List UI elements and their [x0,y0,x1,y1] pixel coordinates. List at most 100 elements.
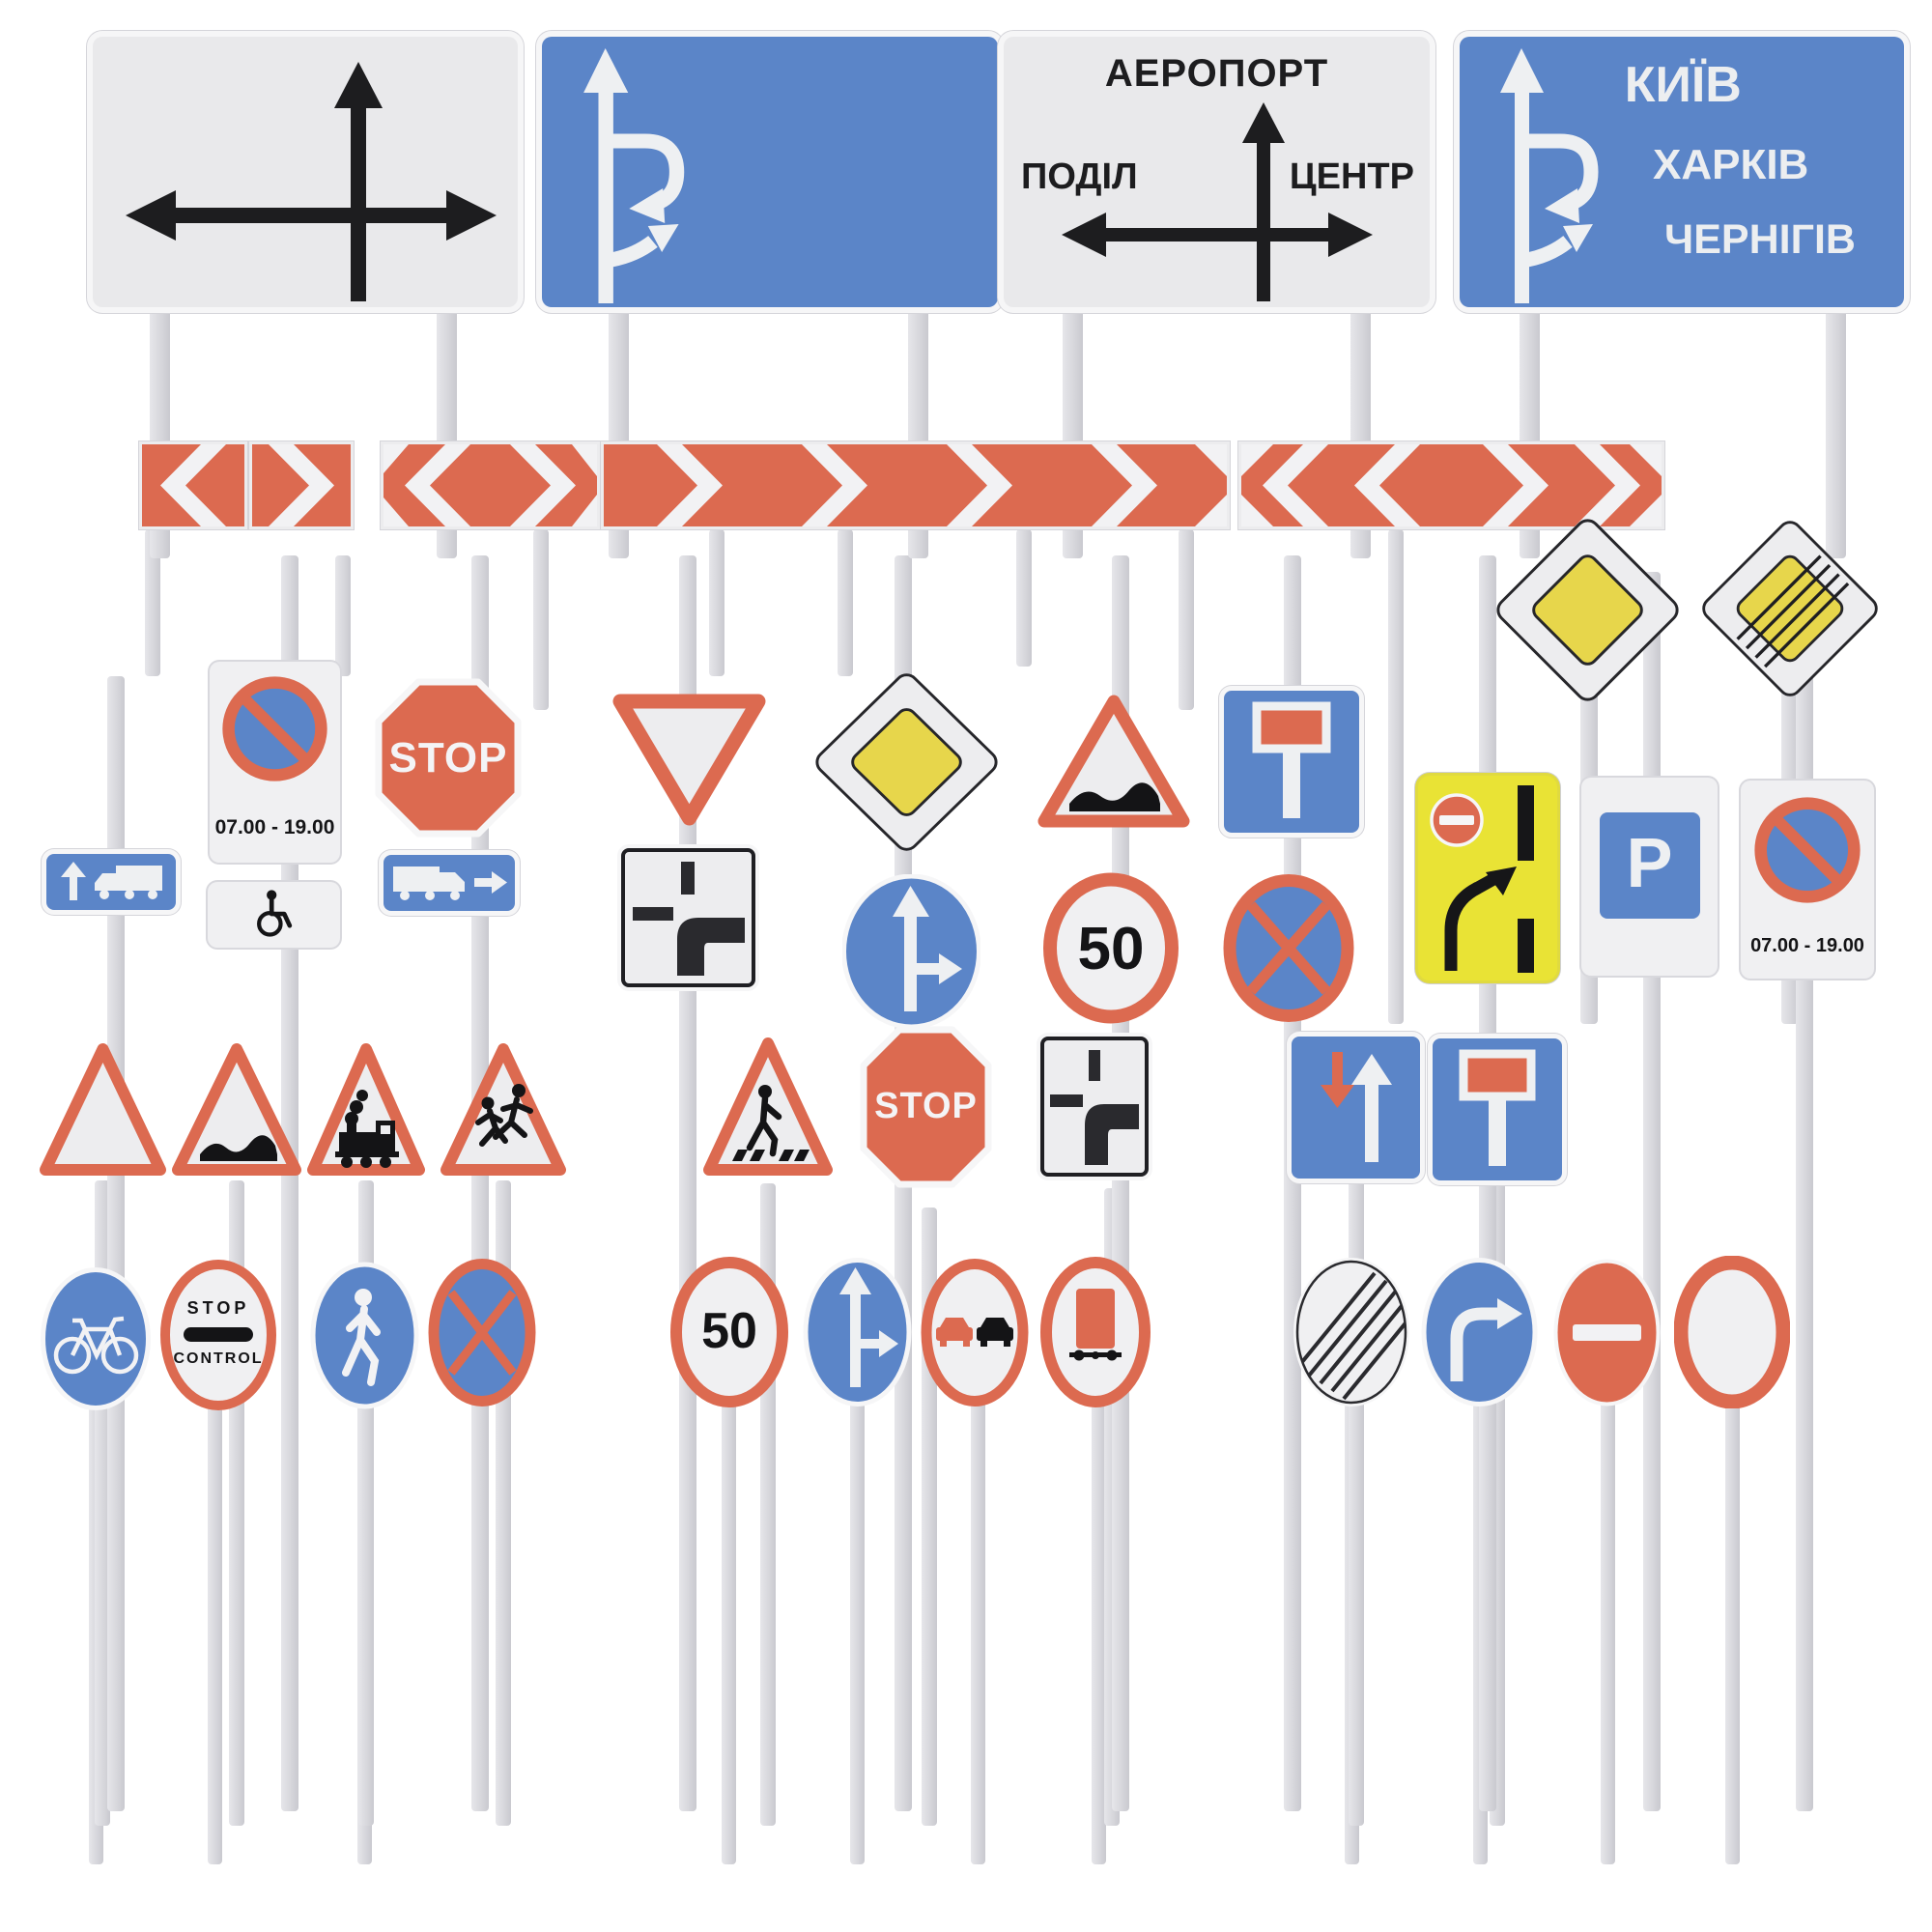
disabled-plate [208,882,340,948]
no-parking-icon [222,676,327,781]
priority-road-sign-2 [811,669,1002,855]
city-line-3: ЧЕРНІГІВ [1664,216,1856,263]
destination-top: АЕРОПОРТ [1104,52,1329,95]
turn-right-sign [1420,1256,1539,1408]
customs-control-sign: STOP CONTROL [158,1258,278,1412]
no-stopping-sign [1222,872,1355,1024]
truck-direction-right-sign [384,855,515,911]
priority-road-icon [815,673,998,851]
rough-road-triangle-icon [172,1043,301,1176]
end-priority-road-sign [1696,517,1884,700]
up-arrow-truck-icon [61,862,162,900]
sign-pole [145,529,160,676]
stop-label: STOP [874,1086,978,1126]
straight-right-arrows-icon [803,1258,912,1406]
chevron-right-multi-icon [604,444,1227,526]
bicycle-path-sign [39,1265,153,1412]
truck-rear-icon [1040,1257,1151,1407]
sign-pole [107,676,125,1811]
board-junction-layout [542,37,998,307]
lane-shift-icon [1430,785,1534,973]
sign-pole [1091,1328,1106,1864]
customs-circle-icon [160,1260,276,1410]
city-line-1: КИЇВ [1624,57,1742,113]
sign-pole [970,1328,985,1864]
board-airport-directions: АЕРОПОРТ ПОДІЛ ЦЕНТР [1004,37,1430,307]
sign-pole [1479,555,1496,1811]
priority-direction-sign-2 [1040,1037,1149,1177]
no-entry-sign [1552,1258,1662,1407]
sign-pole [849,1328,865,1864]
speed-limit-circle-icon [1043,872,1179,1024]
stop-octagon-icon [375,678,522,838]
straight-or-right-sign-2 [802,1256,913,1408]
sign-pole [1724,1328,1740,1864]
customs-top-label: STOP [186,1298,250,1318]
sign-pole [281,555,298,1811]
sign-pole [1179,529,1194,710]
chevron-right-icon [252,444,351,526]
stop-octagon-icon [860,1026,992,1188]
rough-road-sign-2 [171,1041,302,1179]
sign-pole [1825,304,1846,558]
pedestrian-icon [310,1262,419,1409]
chevron-diverge-icon [384,444,597,526]
sign-pole [1388,529,1404,1024]
stop-sign: STOP [375,678,522,838]
children-running-icon [440,1043,566,1176]
priority-road-icon [1496,519,1679,701]
sign-pole [1284,555,1301,1811]
sign-pole [1796,572,1813,1811]
chevron-board-left [142,444,244,526]
board-intersection-diagram [93,37,518,307]
steam-train-icon [307,1043,425,1176]
stop-sign-2: STOP [860,1026,992,1188]
rough-road-triangle-icon [1037,695,1190,828]
no-stopping-sign-2 [428,1258,536,1407]
truck-right-arrow-icon [393,867,507,900]
speed-limit-sign: 50 [1043,872,1179,1024]
dead-end-sign [1224,691,1359,833]
no-entry-icon [1553,1259,1661,1406]
time-range-label: 07.00 - 19.00 [1750,935,1864,956]
parking-sign: P [1581,778,1718,976]
junction-priority-icon [633,862,745,976]
sign-pole [721,1328,736,1864]
stop-label: STOP [388,734,508,781]
yield-sign [611,691,768,826]
end-priority-road-icon [1702,521,1878,696]
no-trucks-sign [1040,1256,1151,1408]
sign-pole [335,555,351,676]
sign-pole [1600,1328,1615,1864]
no-parking-time-plate: 07.00 - 19.00 [210,662,340,863]
pedestrian-crossing-warning-sign [703,1036,833,1179]
straight-or-right-sign [842,874,980,1029]
oncoming-priority-arrows-icon [1321,1052,1392,1162]
dead-end-sign-2 [1433,1038,1562,1180]
warning-triangle-icon [40,1043,166,1176]
chevron-diverge-multi-icon [1241,444,1662,526]
sign-pole [838,529,853,676]
priority-direction-sign [621,848,755,987]
speed-limit-sign-2: 50 [669,1256,789,1408]
dead-end-icon [1459,1049,1536,1166]
speed-limit-value: 50 [701,1303,757,1359]
crossroads-arrows-icon [126,62,497,301]
no-stopping-circle-icon [428,1259,536,1406]
dead-end-icon [1252,701,1331,818]
temporary-lane-shift-sign [1418,776,1557,980]
sign-pole [1112,555,1129,1811]
warning-blank-sign [39,1041,167,1179]
children-warning-sign [440,1041,567,1179]
empty-red-ring-icon [1674,1256,1790,1408]
priority-road-sign [1492,515,1683,705]
board-city-directions: КИЇВ ХАРКІВ ЧЕРНІГІВ [1460,37,1904,307]
speed-limit-circle-icon [670,1257,788,1407]
railway-crossing-sign [306,1041,426,1179]
diagonal-stripes-circle-icon [1293,1258,1409,1406]
turn-right-arrow-icon [1421,1258,1538,1406]
pedestrian-path-sign [309,1261,420,1410]
junction-arrows-icon [583,48,685,303]
truck-lane-sign [46,854,176,910]
